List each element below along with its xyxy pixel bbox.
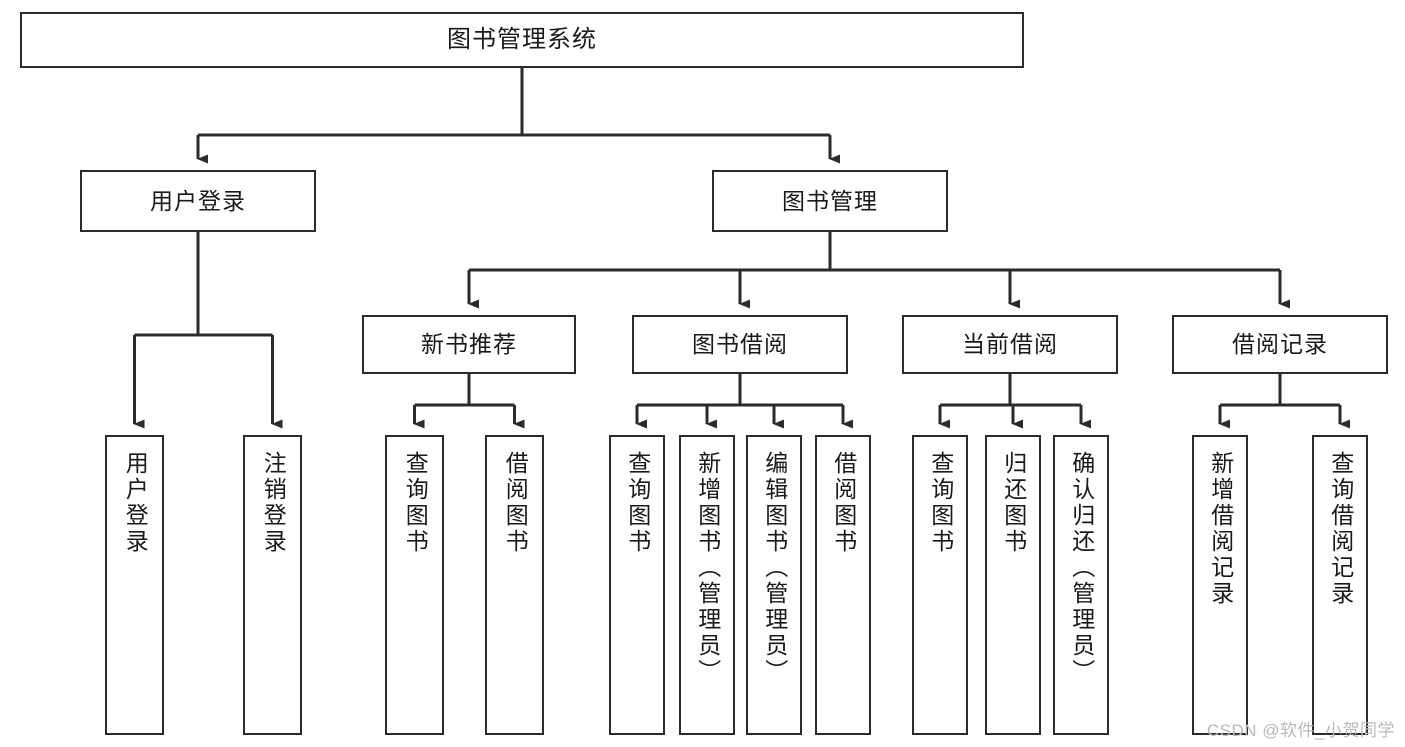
node-book-manage[interactable]: 图书管理	[712, 170, 948, 232]
node-borrow-record-label: 借阅记录	[1232, 331, 1328, 358]
node-leaf-query-book-borrow-label: 查询图书	[624, 451, 651, 555]
node-leaf-edit-book-admin-label: 编辑图书（管理员）	[761, 451, 788, 685]
node-current-borrow[interactable]: 当前借阅	[902, 315, 1118, 374]
node-leaf-edit-book-admin[interactable]: 编辑图书（管理员）	[746, 435, 802, 735]
node-leaf-borrow-book-rec-label: 借阅图书	[502, 451, 529, 555]
node-leaf-query-book-cur[interactable]: 查询图书	[912, 435, 968, 735]
node-leaf-user-login[interactable]: 用户登录	[105, 435, 164, 735]
node-leaf-add-book-admin-label: 新增图书（管理员）	[694, 451, 721, 685]
node-leaf-borrow-book-rec[interactable]: 借阅图书	[485, 435, 544, 735]
watermark-csdn: CSDN @软件_小贺同学	[1206, 721, 1395, 740]
node-new-book-rec[interactable]: 新书推荐	[362, 315, 576, 374]
node-book-borrow-label: 图书借阅	[692, 331, 788, 358]
node-leaf-query-book-cur-label: 查询图书	[927, 451, 954, 555]
node-current-borrow-label: 当前借阅	[962, 331, 1058, 358]
node-borrow-record[interactable]: 借阅记录	[1172, 315, 1388, 374]
node-leaf-query-borrow-record[interactable]: 查询借阅记录	[1312, 435, 1368, 735]
node-book-borrow[interactable]: 图书借阅	[632, 315, 848, 374]
node-new-book-rec-label: 新书推荐	[421, 331, 517, 358]
node-leaf-borrow-book-label: 借阅图书	[830, 451, 857, 555]
node-root-label: 图书管理系统	[447, 26, 597, 54]
node-leaf-query-borrow-record-label: 查询借阅记录	[1327, 451, 1354, 607]
node-leaf-return-book[interactable]: 归还图书	[985, 435, 1041, 735]
node-leaf-user-logout-label: 注销登录	[260, 451, 287, 555]
node-leaf-user-login-label: 用户登录	[122, 451, 149, 555]
node-user-login-label: 用户登录	[150, 187, 246, 214]
node-leaf-add-borrow-record-label: 新增借阅记录	[1207, 451, 1234, 607]
node-leaf-confirm-return-admin-label: 确认归还（管理员）	[1068, 451, 1095, 685]
node-leaf-borrow-book[interactable]: 借阅图书	[815, 435, 871, 735]
node-root[interactable]: 图书管理系统	[20, 12, 1024, 68]
node-leaf-user-logout[interactable]: 注销登录	[243, 435, 302, 735]
node-leaf-query-book-rec[interactable]: 查询图书	[385, 435, 444, 735]
node-leaf-add-book-admin[interactable]: 新增图书（管理员）	[679, 435, 735, 735]
node-leaf-add-borrow-record[interactable]: 新增借阅记录	[1192, 435, 1248, 735]
node-user-login[interactable]: 用户登录	[80, 170, 316, 232]
node-leaf-confirm-return-admin[interactable]: 确认归还（管理员）	[1053, 435, 1109, 735]
node-leaf-return-book-label: 归还图书	[1000, 451, 1027, 555]
node-leaf-query-book-rec-label: 查询图书	[402, 451, 429, 555]
node-leaf-query-book-borrow[interactable]: 查询图书	[609, 435, 665, 735]
node-book-manage-label: 图书管理	[782, 187, 878, 214]
